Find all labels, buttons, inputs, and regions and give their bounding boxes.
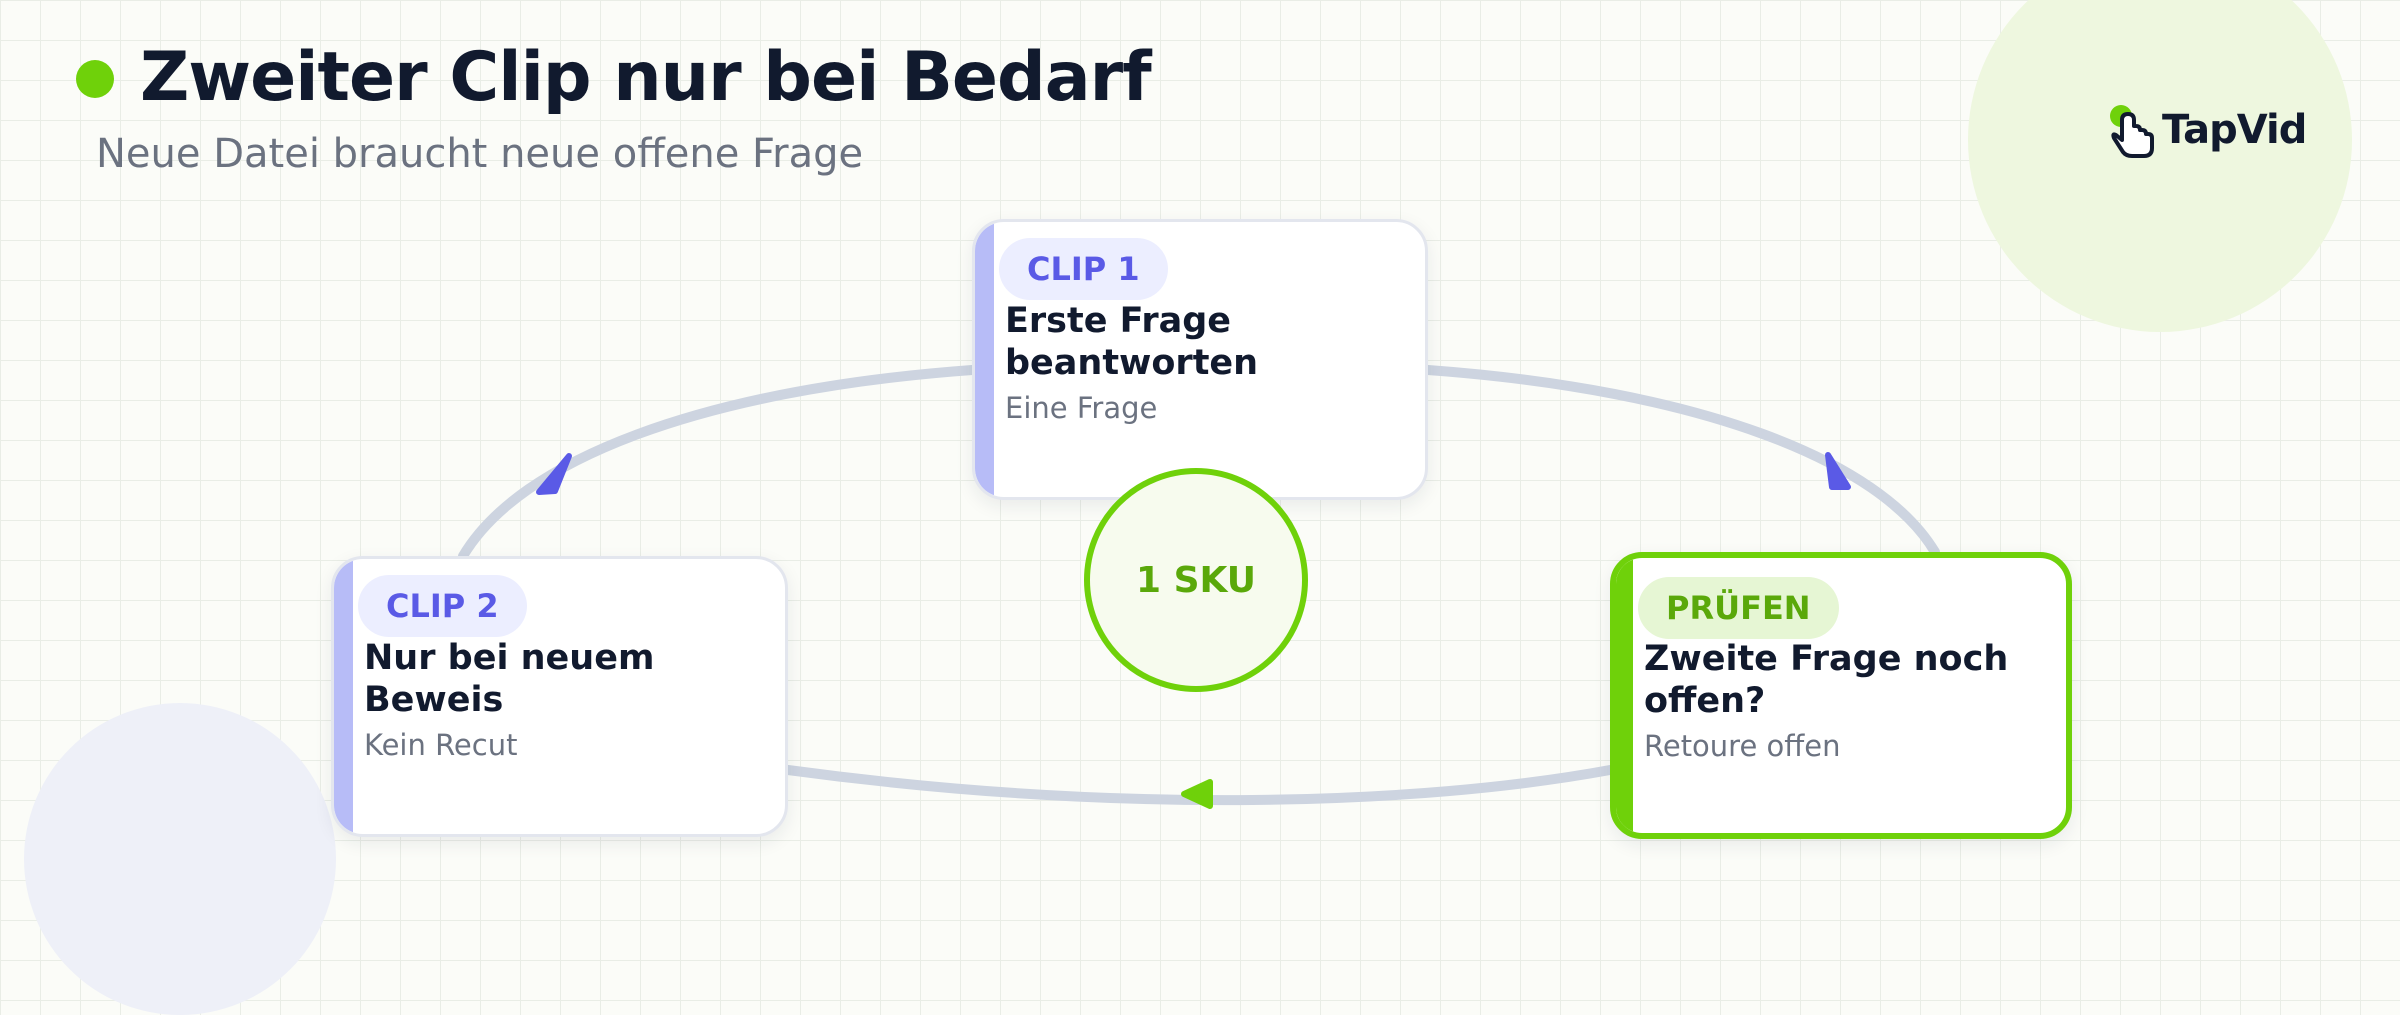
arrowhead-clip1-to-check [1825,452,1851,490]
title-bullet-dot [76,60,114,98]
center-sku-badge: 1 SKU [1084,468,1308,692]
card-accent-bar [1616,558,1633,833]
node-tag-badge: PRÜFEN [1638,577,1839,639]
card-accent-bar [334,559,353,834]
page-title: Zweiter Clip nur bei Bedarf [140,38,1152,117]
node-card-clip2: CLIP 2 Nur bei neuem Beweis Kein Recut [331,556,788,837]
node-title: Erste Frage beantworten [1005,301,1259,383]
logo-wordmark: TapVid [2162,107,2307,153]
arrowhead-clip2-to-clip1 [536,453,572,495]
page-subtitle: Neue Datei braucht neue offene Frage [96,131,864,177]
cycle-connectors [458,365,1940,809]
node-title: Nur bei neuem Beweis [364,638,655,720]
node-subtitle: Retoure offen [1644,729,1841,763]
connector-clip2-to-clip1 [458,365,977,561]
node-subtitle: Eine Frage [1005,391,1158,425]
node-title: Zweite Frage noch offen? [1644,639,2009,721]
connector-clip1-to-check [1423,365,1940,557]
node-card-clip1: CLIP 1 Erste Frage beantworten Eine Frag… [972,219,1428,500]
card-accent-bar [975,222,994,497]
connector-check-to-clip2 [783,765,1615,806]
tapvid-logo: TapVid [2108,98,2307,162]
node-tag-badge: CLIP 1 [999,238,1168,300]
node-tag-badge: CLIP 2 [358,575,527,637]
arrowhead-check-to-clip2 [1181,779,1213,809]
center-badge-label: 1 SKU [1135,559,1256,601]
hand-pointer-icon [2110,105,2154,158]
decorative-circle-green [1968,0,2352,332]
node-card-check: PRÜFEN Zweite Frage noch offen? Retoure … [1610,552,2072,839]
node-subtitle: Kein Recut [364,728,518,762]
